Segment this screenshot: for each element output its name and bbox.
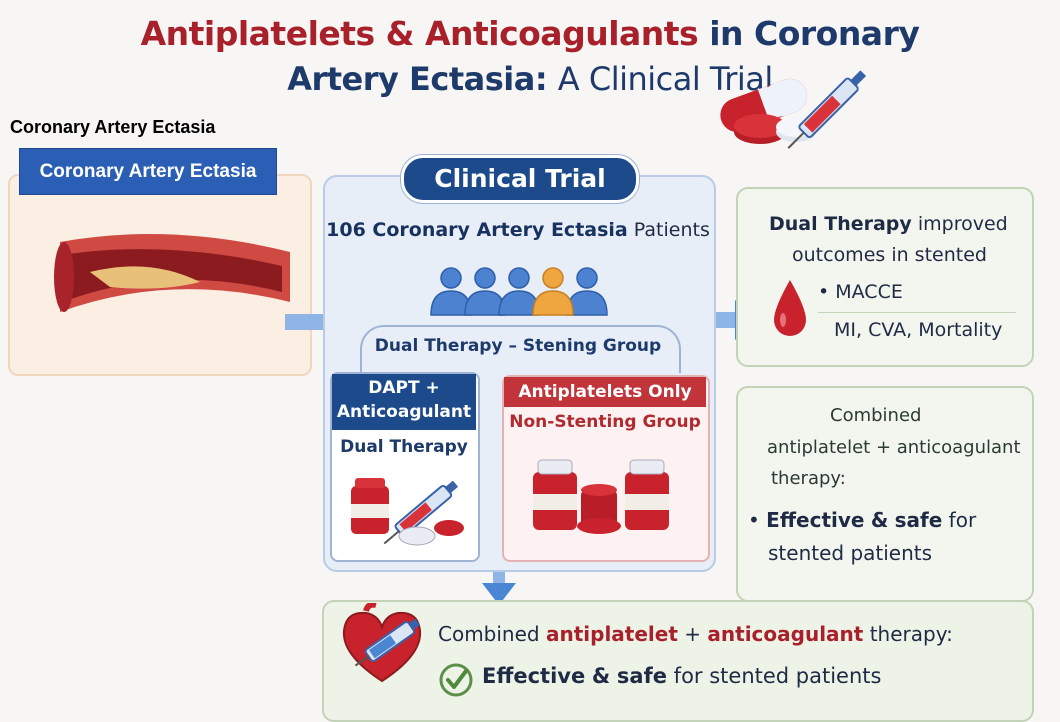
- clinical-trial-pill: Clinical Trial: [401, 155, 639, 203]
- bottom-anticoagulant: anticoagulant: [707, 622, 864, 646]
- amp-bold: &: [870, 508, 889, 532]
- bottom-safe: safe: [616, 664, 667, 688]
- heart-syringe-icon: [342, 603, 422, 683]
- bottom-pre: Combined: [438, 622, 540, 646]
- outcomes-line-1: Dual Therapy improved: [769, 213, 1008, 235]
- check-circle-icon: [439, 663, 473, 697]
- dual-therapy-bracket: [360, 325, 681, 373]
- medication-syringe-icon: [351, 478, 464, 546]
- title-bold-part: Artery Ectasia:: [287, 60, 548, 98]
- bottom-plus: +: [684, 622, 702, 646]
- bottom-antiplatelet: antiplatelet: [545, 622, 678, 646]
- title-line-2: Artery Ectasia: A Clinical Trial: [0, 60, 1060, 98]
- pill-bottles-icon: [533, 459, 669, 534]
- top-left-label: Coronary Artery Ectasia: [10, 117, 216, 137]
- artery-illustration: [54, 234, 290, 312]
- bottom-amp: &: [591, 664, 611, 688]
- conclusion-line-5: stented patients: [768, 541, 933, 565]
- antiplatelets-card-header: Antiplatelets Only: [504, 377, 706, 407]
- title-light-part: A Clinical Trial: [557, 60, 774, 98]
- dapt-head-line2: Anticoagulant: [336, 402, 472, 422]
- bottom-effective: Effective: [482, 664, 586, 688]
- macce-text: MACCE: [835, 281, 903, 303]
- antiplatelets-card-subtitle: Non-Stenting Group: [509, 412, 701, 432]
- conclusion-line-3: therapy:: [771, 468, 846, 489]
- coronary-banner: Coronary Artery Ectasia: [19, 148, 277, 195]
- bottom-line-2: Effective & safe for stented patients: [482, 664, 881, 688]
- patients-rest: Patients: [633, 219, 710, 241]
- pills-syringe-illustration: [720, 70, 867, 149]
- patient-group-icon: [430, 267, 608, 316]
- conclusion-bullet: • Effective & safe for: [748, 508, 977, 532]
- title-line-1: Antiplatelets & Anticoagulants in Corona…: [0, 14, 1060, 53]
- effective-bold: Effective: [766, 508, 865, 532]
- patients-bold: 106 Coronary Artery Ectasia: [326, 219, 628, 241]
- bottom-rest: for stented patients: [673, 664, 882, 688]
- outcomes-line-4: MI, CVA, Mortality: [834, 319, 1003, 341]
- title-navy-part: in Coronary: [709, 14, 920, 53]
- outcomes-panel: [736, 187, 1034, 367]
- blood-drop-icon: [774, 280, 806, 336]
- conclusion-line-1: Combined: [830, 405, 922, 426]
- outcomes-rest: improved: [917, 213, 1008, 235]
- dapt-card-subtitle: Dual Therapy: [340, 437, 468, 457]
- outcomes-line-2: outcomes in stented: [792, 244, 987, 266]
- bottom-post: therapy:: [869, 622, 953, 646]
- dapt-card-header: DAPT + Anticoagulant: [332, 374, 476, 430]
- dapt-head-line1: DAPT +: [368, 378, 440, 398]
- conclusion-line-2: antiplatelet + anticoagulant: [767, 437, 1021, 458]
- outcomes-bold: Dual Therapy: [769, 213, 912, 235]
- outcomes-bullet-1: • MACCE: [818, 281, 903, 303]
- title-red-part: Antiplatelets & Anticoagulants: [140, 14, 699, 53]
- bottom-summary-banner: [322, 600, 1034, 722]
- dual-therapy-label: Dual Therapy – Stening Group: [374, 336, 662, 356]
- patients-text: 106 Coronary Artery Ectasia Patients: [325, 219, 711, 241]
- bottom-line-1: Combined antiplatelet + anticoagulant th…: [438, 622, 953, 646]
- safe-bold: safe: [894, 508, 943, 532]
- for-text: for: [948, 508, 977, 532]
- divider: [818, 312, 1016, 313]
